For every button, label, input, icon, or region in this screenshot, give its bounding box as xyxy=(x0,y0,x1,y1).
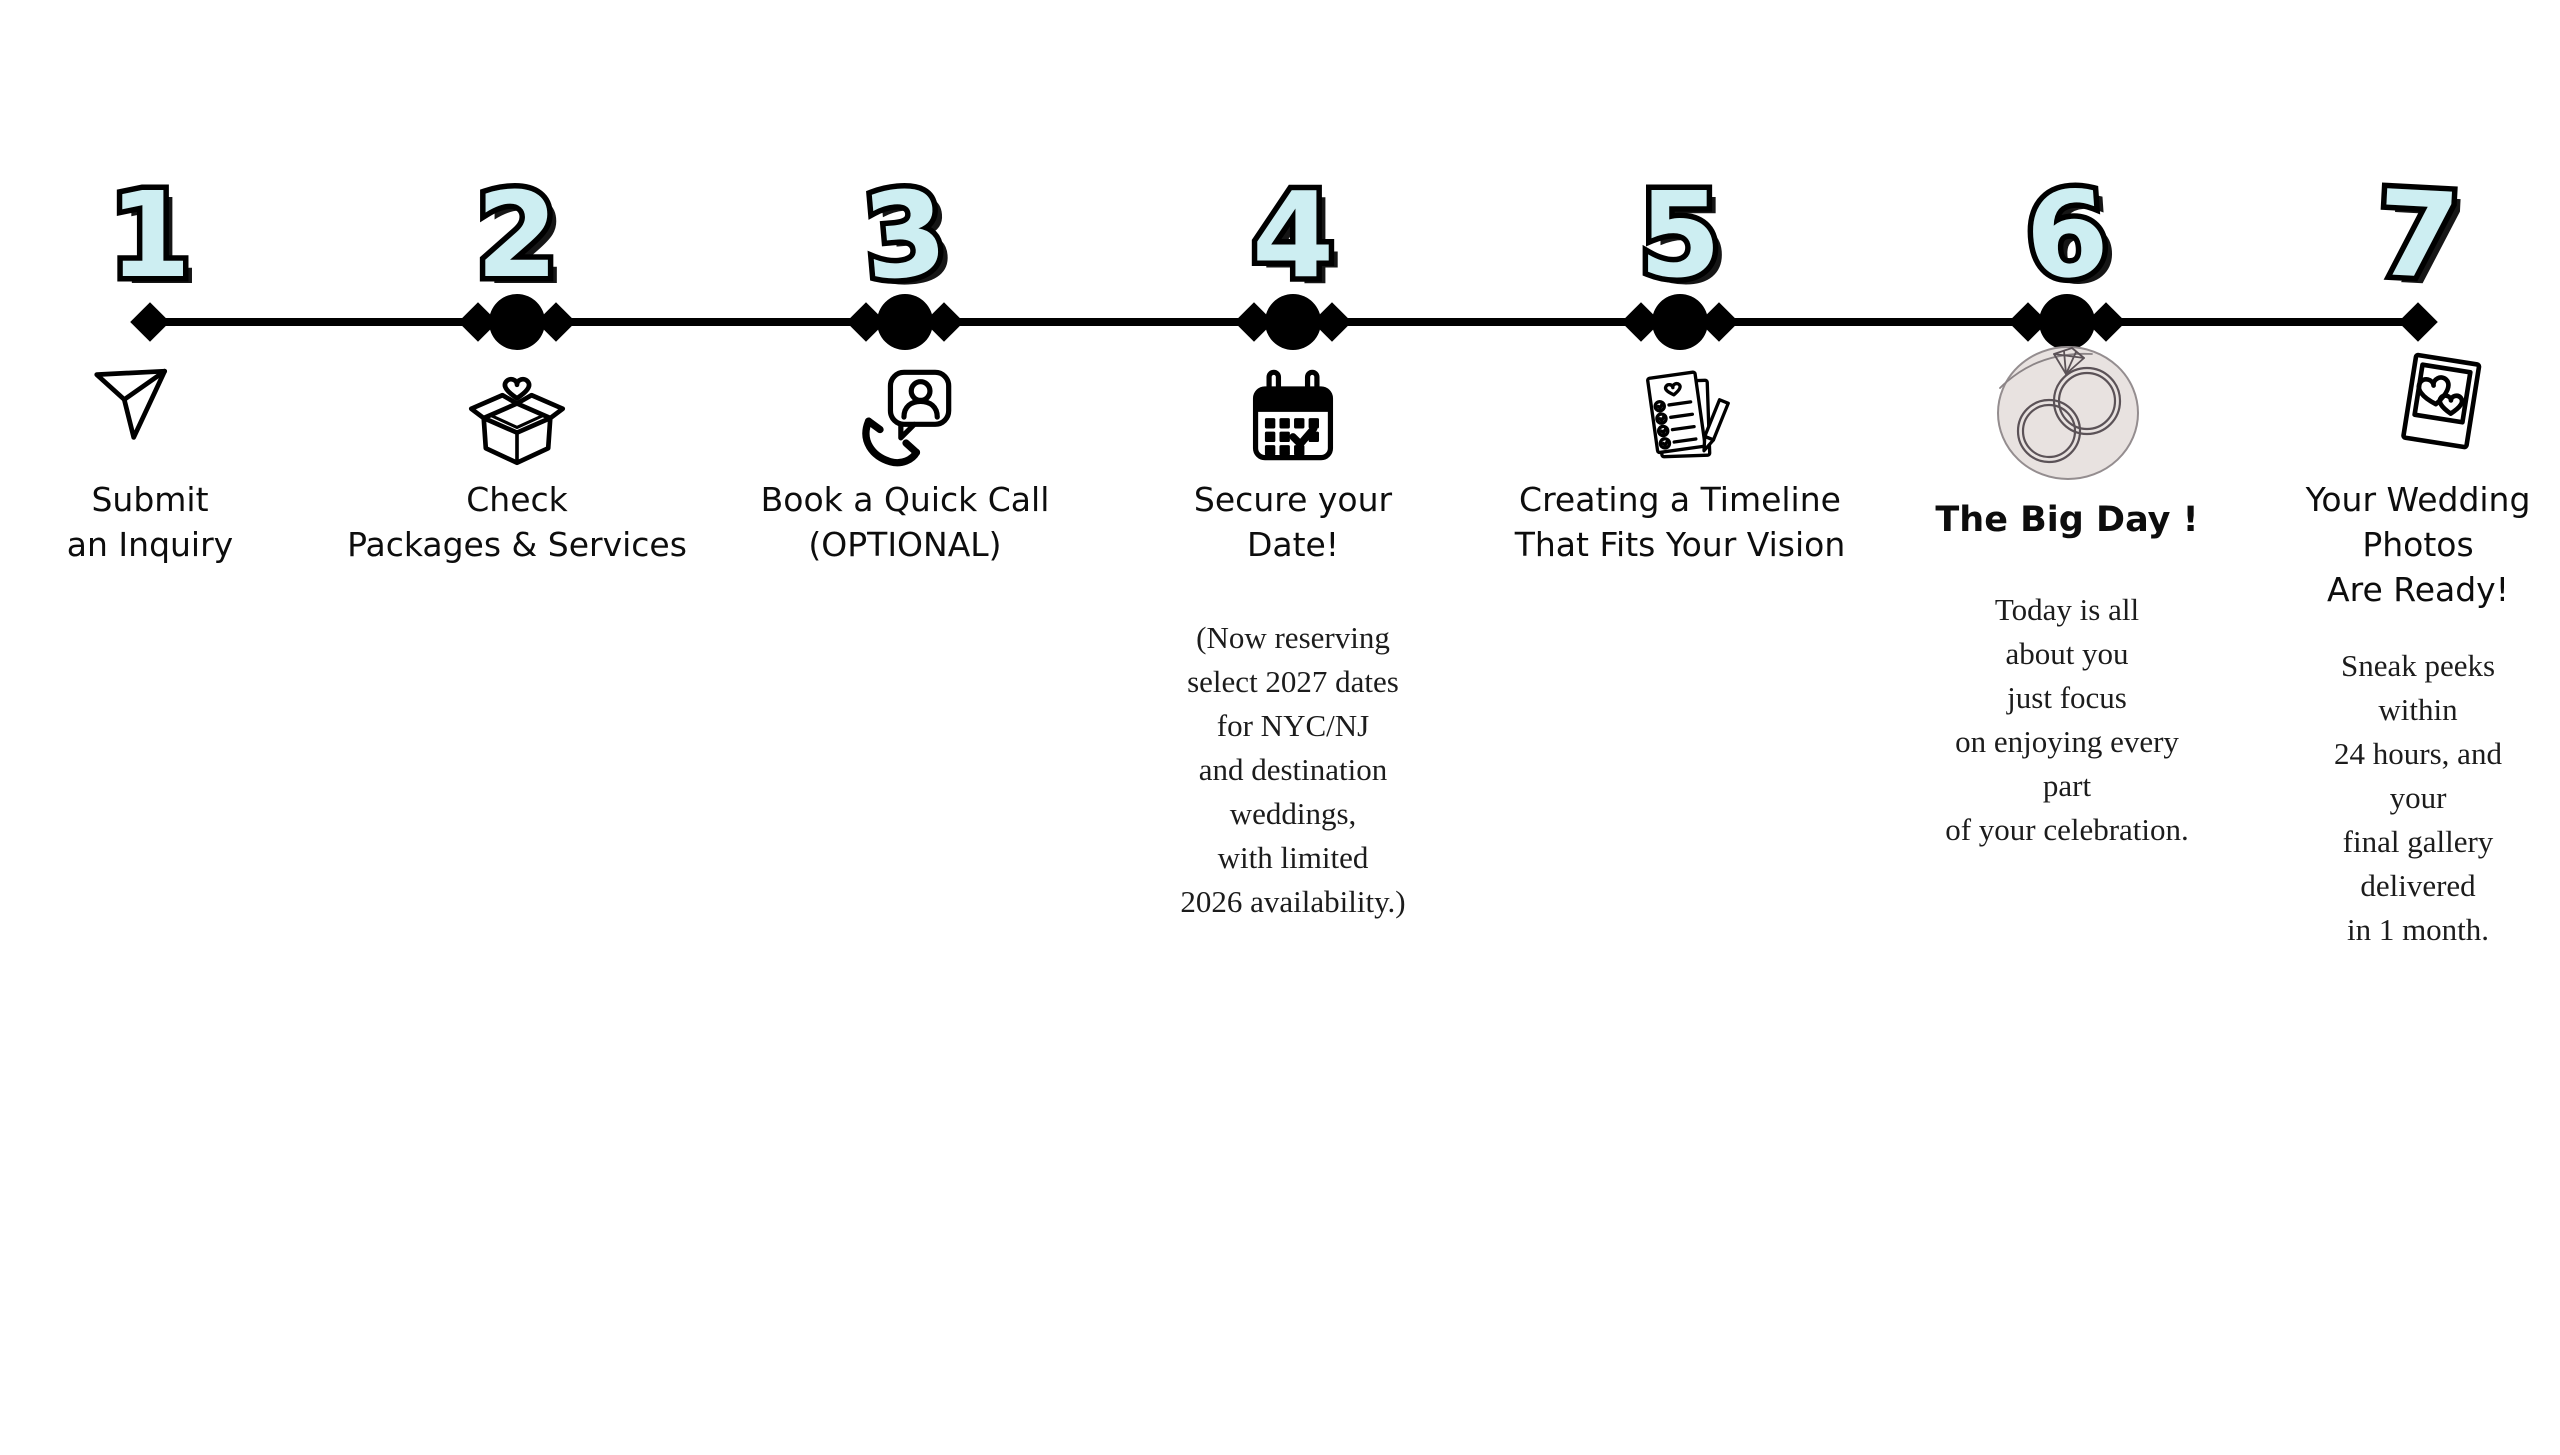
step-6-big-day: 6 6 The Big Day ! To xyxy=(1827,0,2307,1455)
wedding-rings-icon xyxy=(1992,336,2142,486)
step-label: Submit an Inquiry xyxy=(66,480,234,564)
step-label: Your Wedding Photos Are Ready! xyxy=(2305,480,2531,609)
video-call-icon xyxy=(853,364,957,468)
polaroid-hearts-icon xyxy=(2385,344,2495,460)
step-number-fill: 4 xyxy=(1251,166,1335,304)
step-2-check-packages: 2 2 Check Packages & Services xyxy=(277,0,757,1455)
dot-marker xyxy=(489,294,545,350)
step-number-outline: 1 xyxy=(103,165,196,306)
step-number-fill: 2 xyxy=(475,166,559,304)
gift-box-heart-icon xyxy=(465,364,569,468)
step-1-submit-inquiry: 1 1 Submit an Inquiry xyxy=(0,0,300,1455)
diamond-marker xyxy=(130,302,170,342)
step-number-outline: 4 xyxy=(1246,165,1339,306)
step-number-fill: 5 xyxy=(1638,166,1722,304)
step-number: 5 5 xyxy=(1440,165,1920,306)
step-number: 2 2 xyxy=(277,165,757,306)
step-number: 1 1 xyxy=(0,165,300,306)
step-note: (Now reserving select 2027 dates for NYC… xyxy=(1180,620,1406,919)
step-number-fill: 7 xyxy=(2373,163,2463,307)
diamond-marker xyxy=(1312,302,1352,342)
dot-marker xyxy=(877,294,933,350)
diamond-marker xyxy=(1699,302,1739,342)
diamond-marker xyxy=(2398,302,2438,342)
step-label: Creating a Timeline That Fits Your Visio… xyxy=(1514,480,1846,564)
step-label: Check Packages & Services xyxy=(347,480,687,564)
dot-marker xyxy=(1652,294,1708,350)
step-5-creating-timeline: 5 5 xyxy=(1440,0,1920,1455)
step-number-outline: 5 xyxy=(1633,165,1726,306)
step-label: Secure your Date! xyxy=(1193,480,1393,564)
step-label: The Big Day ! xyxy=(1935,500,2199,540)
step-3-book-call: 3 3 Book a Quick Call (OPTIONAL) xyxy=(665,0,1145,1455)
step-label: Book a Quick Call (OPTIONAL) xyxy=(760,480,1050,564)
diamond-marker xyxy=(536,302,576,342)
step-number-outline: 2 xyxy=(470,165,563,306)
step-note: Sneak peeks within 24 hours, and your fi… xyxy=(2334,648,2502,947)
diamond-marker xyxy=(924,302,964,342)
step-number-fill: 6 xyxy=(2021,163,2113,307)
step-7-photos-ready: 7 7 Your Wedding Photos Are Ready! Sneak… xyxy=(2277,0,2559,1455)
step-number: 7 7 xyxy=(2274,158,2560,311)
step-note: Today is all about you just focus on enj… xyxy=(1945,592,2189,847)
checklist-pencil-icon xyxy=(1628,364,1732,468)
step-4-secure-date: 4 4 Secure your Date! (Now res xyxy=(1053,0,1533,1455)
dot-marker xyxy=(1265,294,1321,350)
calendar-check-icon xyxy=(1241,364,1345,468)
step-number-fill: 1 xyxy=(108,166,192,304)
step-number: 6 6 xyxy=(1823,153,2311,316)
step-number: 4 4 xyxy=(1053,165,1533,306)
dot-marker xyxy=(2039,294,2095,350)
paper-plane-icon xyxy=(84,360,180,446)
